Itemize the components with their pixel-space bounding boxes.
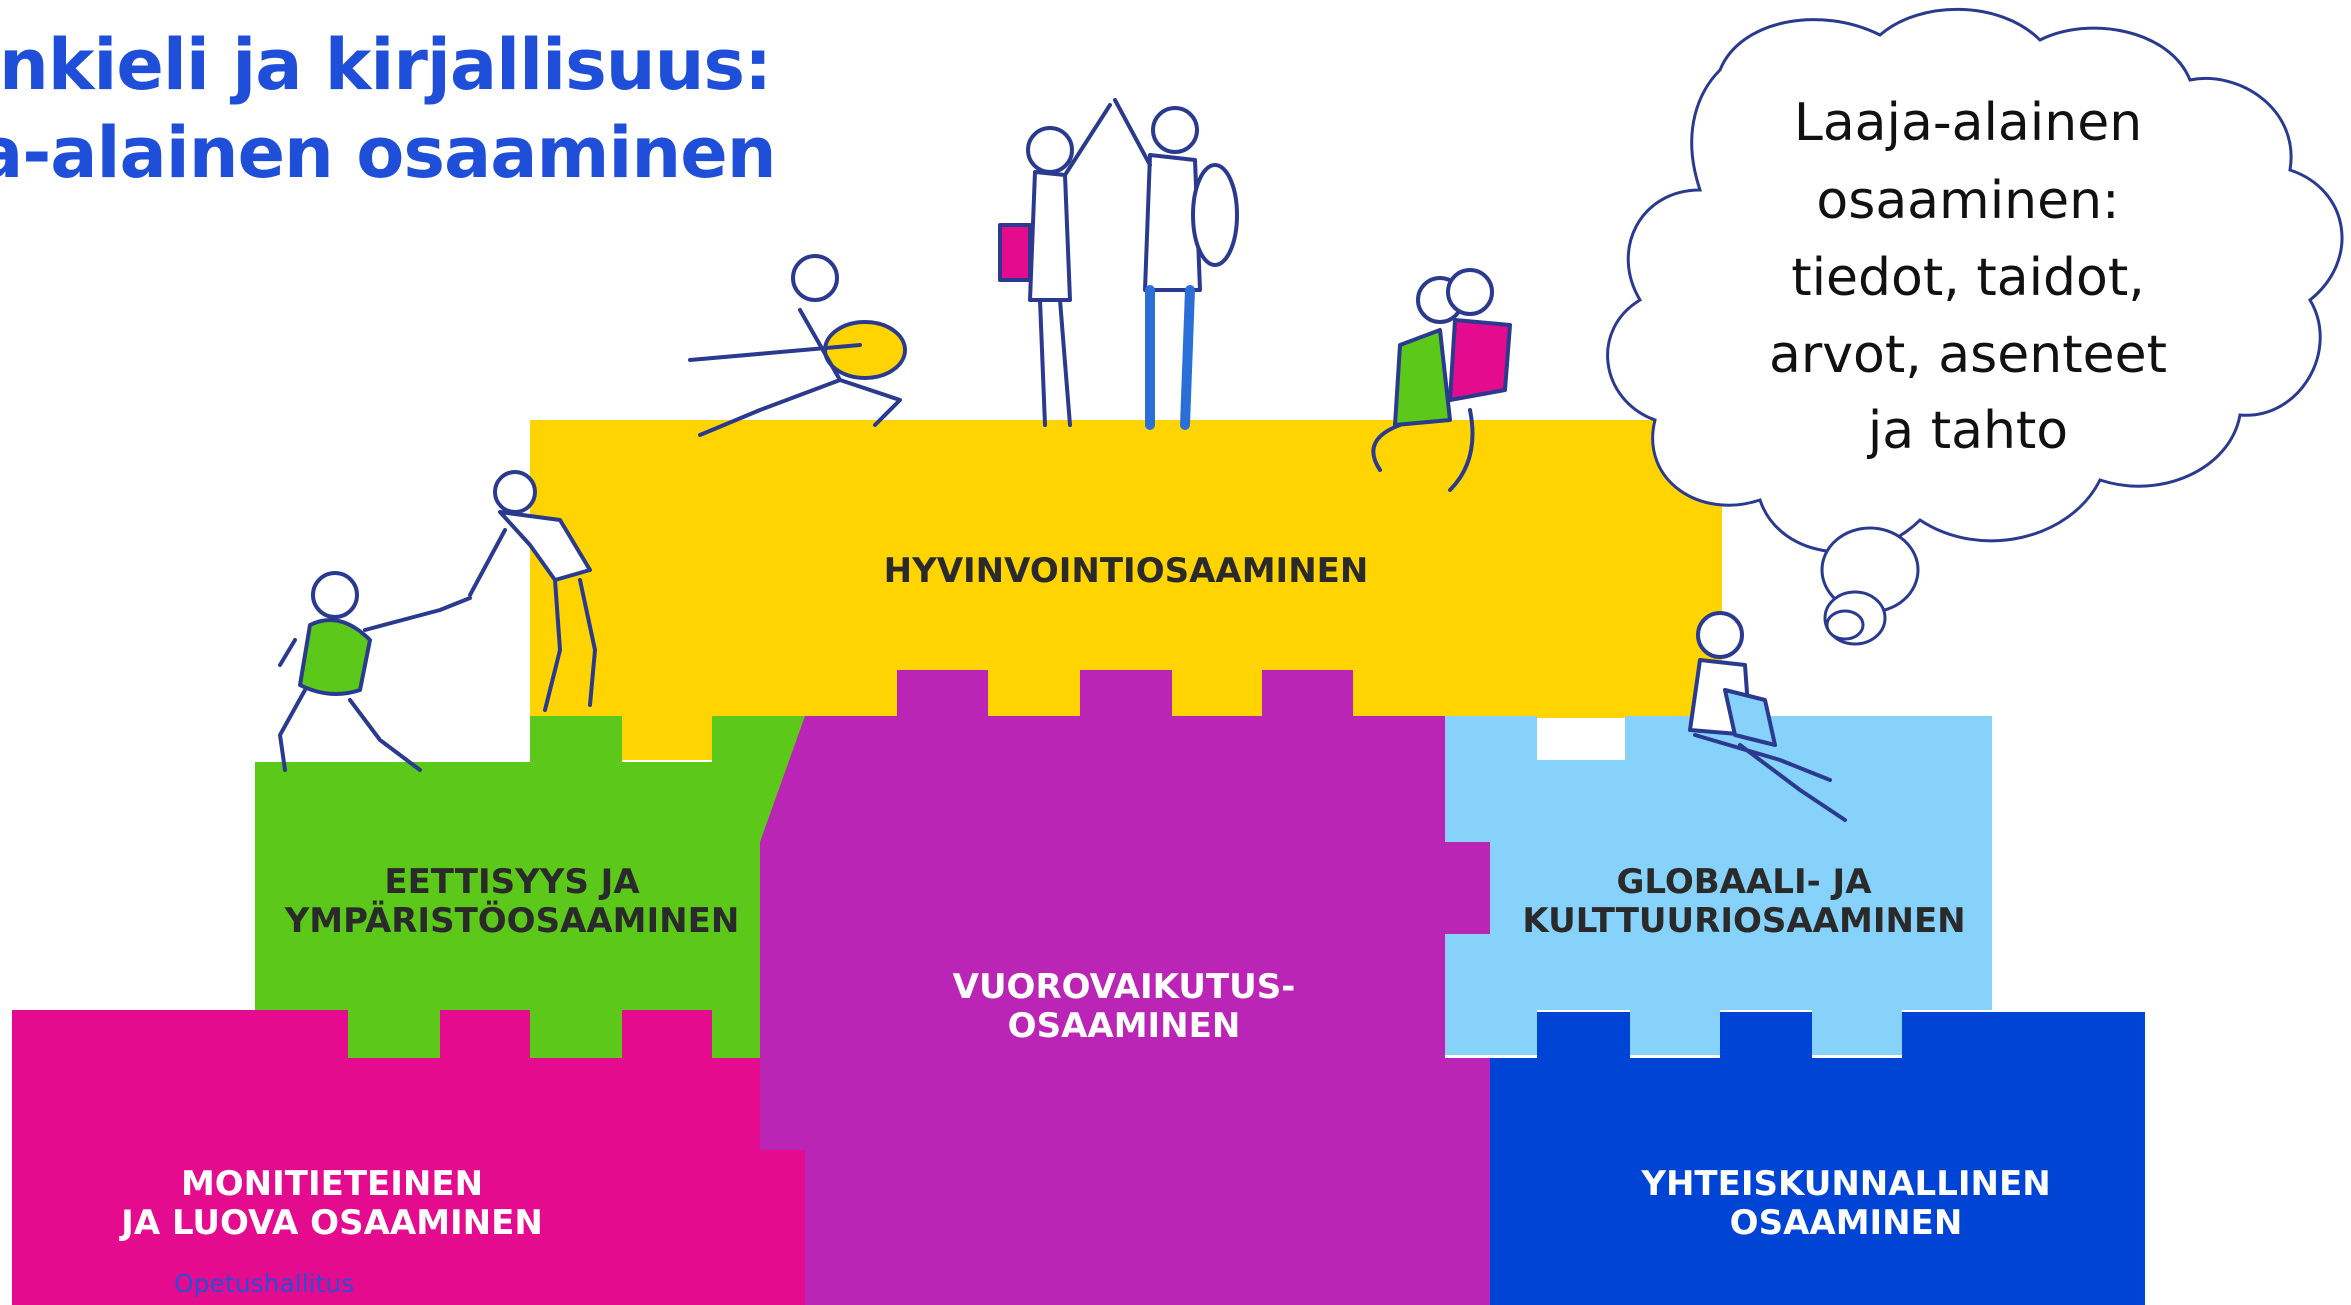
bubble-line-1: Laaja-alainen bbox=[1794, 93, 2142, 153]
credit-opetushallitus: Opetushallitus bbox=[174, 1269, 354, 1298]
block-vuorovaikutus-tab-right bbox=[1444, 842, 1490, 934]
bubble-line-3: tiedot, taidot, bbox=[1791, 248, 2145, 308]
page-title-line-1: inkieli ja kirjallisuus: bbox=[0, 24, 772, 106]
block-globaali bbox=[1445, 716, 1992, 1055]
helping-person-illustration bbox=[468, 470, 597, 712]
label-globaali-line-2: KULTTUURIOSAAMINEN bbox=[1522, 901, 1965, 941]
label-yhteiskunnallinen-line-1: YHTEISKUNNALLINEN bbox=[1640, 1164, 2050, 1204]
block-monitieteinen bbox=[12, 1010, 805, 1305]
label-vuorovaikutus-line-2: OSAAMINEN bbox=[1008, 1006, 1241, 1046]
label-vuorovaikutus-line-1: VUOROVAIKUTUS- bbox=[953, 967, 1296, 1007]
label-eettisyys-line-1: EETTISYYS JA bbox=[384, 862, 640, 902]
block-yhteiskunnallinen bbox=[1445, 1012, 2145, 1305]
block-vuorovaikutus-tab-right-low bbox=[1444, 1058, 1490, 1150]
thought-bubble: Laaja-alainen osaaminen: tiedot, taidot,… bbox=[1606, 7, 2344, 646]
block-vuorovaikutus-tab-left-low bbox=[760, 1058, 806, 1150]
block-vuorovaikutus-tab-left bbox=[760, 842, 806, 934]
page-title-line-2: a-alainen osaaminen bbox=[0, 112, 777, 194]
reading-person-illustration bbox=[1688, 611, 1847, 822]
guitar-player-illustration bbox=[688, 254, 907, 437]
block-vuorovaikutus bbox=[760, 670, 1490, 1305]
label-globaali-line-1: GLOBAALI- JA bbox=[1616, 862, 1872, 902]
label-eettisyys-line-2: YMPÄRISTÖOSAAMINEN bbox=[284, 900, 740, 941]
label-monitieteinen-line-2: JA LUOVA OSAAMINEN bbox=[119, 1203, 543, 1243]
high-five-couple-illustration bbox=[998, 98, 1239, 430]
bubble-line-2: osaaminen: bbox=[1816, 171, 2119, 231]
label-monitieteinen-line-1: MONITIETEINEN bbox=[181, 1164, 483, 1204]
climbing-person-illustration bbox=[278, 571, 472, 772]
block-hyvinvointi bbox=[530, 420, 1722, 760]
bubble-line-4: arvot, asenteet bbox=[1769, 325, 2167, 385]
sitting-couple-illustration bbox=[1371, 268, 1512, 492]
block-eettisyys bbox=[255, 716, 805, 1060]
label-yhteiskunnallinen-line-2: OSAAMINEN bbox=[1730, 1203, 1963, 1243]
label-hyvinvointi: HYVINVOINTIOSAAMINEN bbox=[884, 551, 1369, 591]
bubble-line-5: ja tahto bbox=[1867, 401, 2068, 461]
